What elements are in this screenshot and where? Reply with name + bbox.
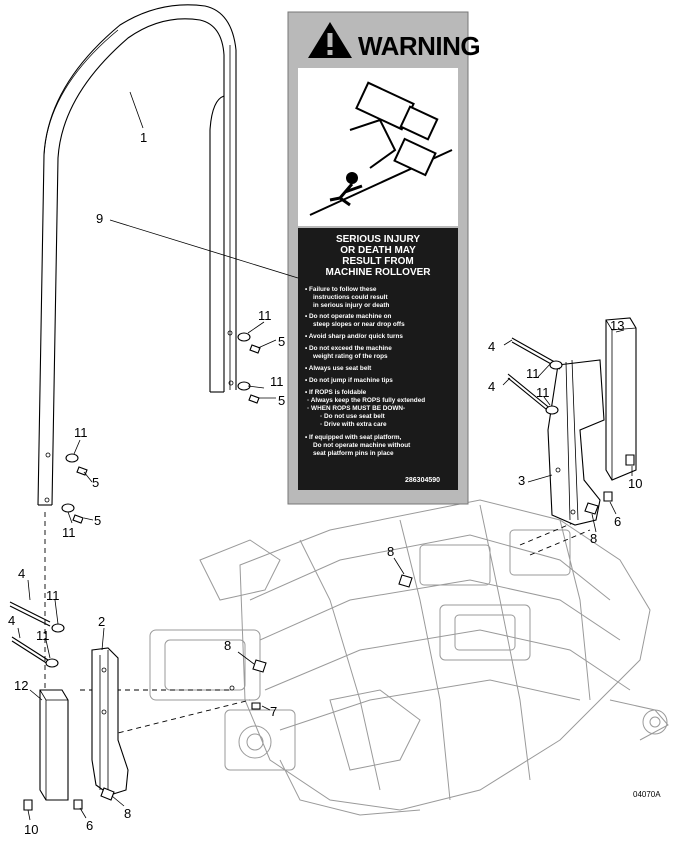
- callout-3: 3: [518, 473, 525, 488]
- bolt-4c: [9, 601, 51, 623]
- callout-11: 11: [36, 628, 50, 643]
- decal-item: ◦ Always keep the ROPS fully extended: [307, 397, 425, 404]
- bolt-4d: [11, 636, 49, 661]
- machine-frame: [149, 499, 669, 816]
- callout-11: 11: [526, 366, 540, 381]
- callout-5: 5: [94, 513, 101, 528]
- bolt-4a: [511, 337, 561, 366]
- callout-11: 11: [258, 308, 272, 323]
- decal-part-code: 286304590: [405, 477, 440, 484]
- callout-4: 4: [8, 613, 15, 628]
- spacer-12: [39, 689, 69, 801]
- warning-decal: WARNING SERIOUS INJURY OR DEATH MAY RESU…: [287, 11, 481, 505]
- nut-5d: [72, 514, 84, 524]
- nut-8d: [100, 787, 115, 801]
- figure-id: 04070A: [633, 790, 661, 799]
- callout-10: 10: [628, 476, 642, 491]
- decal-headline-4: MACHINE ROLLOVER: [326, 267, 432, 278]
- callout-6: 6: [614, 514, 621, 529]
- nut-8c: [252, 659, 267, 673]
- spacer-13: [605, 317, 637, 481]
- bracket-3: [547, 359, 605, 526]
- decal-headline-3: RESULT FROM: [342, 256, 413, 267]
- callout-8: 8: [387, 544, 394, 559]
- decal-item: • Failure to follow these: [305, 286, 377, 293]
- decal-item: steep slopes or near drop offs: [313, 321, 405, 328]
- decal-item: in serious injury or death: [313, 302, 389, 309]
- callout-7: 7: [270, 704, 277, 719]
- callout-10: 10: [24, 822, 38, 837]
- washer-11d: [61, 503, 75, 513]
- callout-4: 4: [18, 566, 25, 581]
- decal-item: Do not operate machine without: [313, 442, 411, 449]
- callout-11: 11: [62, 525, 76, 540]
- right-mount: [507, 317, 637, 526]
- decal-item: ◦ WHEN ROPS MUST BE DOWN-: [307, 405, 405, 412]
- bolt-10b: [23, 799, 33, 811]
- decal-title: WARNING: [358, 31, 480, 61]
- callout-1: 1: [140, 130, 147, 145]
- decal-item: • Do not jump if machine tips: [305, 377, 393, 384]
- callout-4: 4: [488, 379, 495, 394]
- callout-5: 5: [278, 334, 285, 349]
- washer-11f: [545, 405, 559, 415]
- callout-12: 12: [14, 678, 28, 693]
- decal-item: • Do not operate machine on: [305, 313, 391, 320]
- left-mount: [9, 601, 129, 811]
- bolt-7: [251, 702, 261, 710]
- callout-5: 5: [92, 475, 99, 490]
- bolt-4b: [507, 373, 553, 411]
- callout-2: 2: [98, 614, 105, 629]
- nut-8b: [398, 574, 413, 588]
- bolt-6b: [73, 799, 83, 810]
- callout-8: 8: [590, 531, 597, 546]
- decal-item: ◦ Do not use seat belt: [320, 413, 386, 420]
- frame-hardware: [229, 574, 413, 710]
- washer-11c: [65, 453, 79, 463]
- decal-text-panel: [298, 228, 458, 490]
- callouts: 1 9 11 5 11 5 11 5 11 5 13 4 4 11 11 3 1…: [8, 130, 642, 837]
- callout-5: 5: [278, 393, 285, 408]
- decal-item: • If equipped with seat platform,: [305, 434, 402, 441]
- callout-11: 11: [46, 588, 60, 603]
- washer-11g: [51, 623, 65, 633]
- bolt-6a: [603, 491, 613, 502]
- decal-item: • Always use seat belt: [305, 365, 372, 372]
- decal-item: • Avoid sharp and/or quick turns: [305, 333, 403, 340]
- decal-headline-1: SERIOUS INJURY: [336, 234, 420, 245]
- callout-8: 8: [224, 638, 231, 653]
- roll-bar: [37, 4, 237, 506]
- warning-triangle-icon: [308, 22, 352, 58]
- decal-item: ◦ Drive with extra care: [320, 421, 387, 428]
- decal-item: • If ROPS is foldable: [305, 389, 367, 396]
- decal-item: instructions could result: [313, 294, 388, 301]
- washer-11a: [237, 332, 251, 342]
- callout-11: 11: [270, 374, 284, 389]
- callout-11: 11: [74, 425, 88, 440]
- bolt-10a: [625, 454, 635, 466]
- callout-4: 4: [488, 339, 495, 354]
- bracket-2: [91, 647, 129, 796]
- nut-8a: [584, 502, 599, 515]
- callout-8: 8: [124, 806, 131, 821]
- callout-6: 6: [86, 818, 93, 833]
- callout-9: 9: [96, 211, 103, 226]
- decal-item: • Do not exceed the machine: [305, 345, 392, 352]
- washer-11h: [45, 658, 59, 668]
- decal-item: seat platform pins in place: [313, 450, 394, 457]
- nut-5b: [248, 394, 260, 404]
- washer-11e: [549, 360, 563, 370]
- rollover-pictogram-icon: [309, 81, 453, 216]
- alignment-lines: [44, 512, 591, 736]
- callout-13: 13: [610, 318, 624, 333]
- decal-headline-2: OR DEATH MAY: [340, 245, 416, 256]
- leader-lines: [17, 91, 633, 821]
- callout-11: 11: [536, 385, 550, 400]
- nut-5a: [249, 344, 261, 354]
- decal-item: weight rating of the rops: [312, 353, 388, 360]
